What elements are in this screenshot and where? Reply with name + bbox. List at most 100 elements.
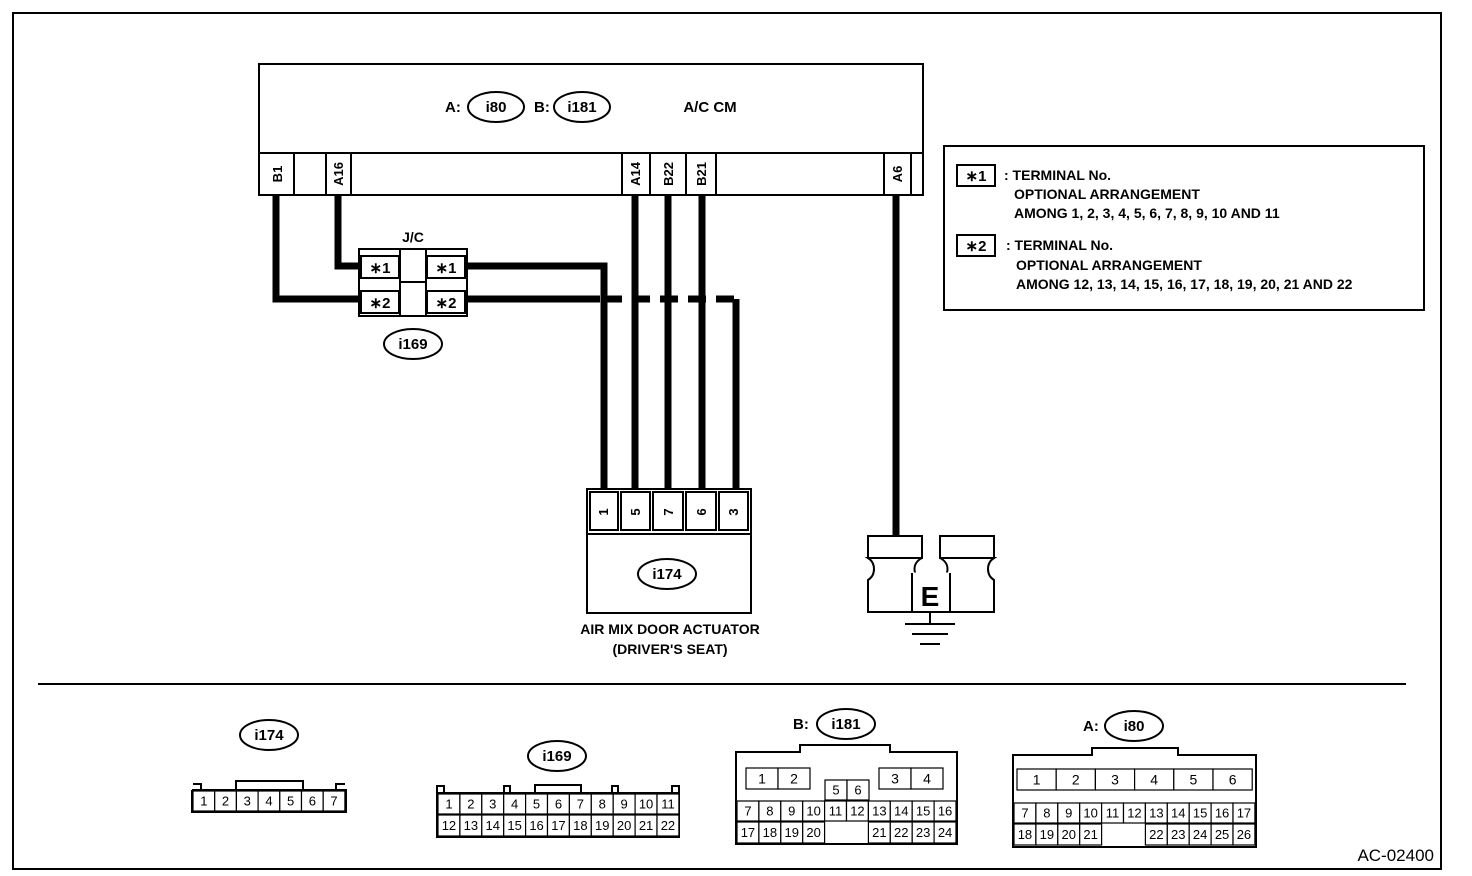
i80-pin-5: 5 — [1190, 772, 1198, 788]
i174-cell — [322, 790, 346, 812]
i181-pin-18: 18 — [763, 825, 777, 840]
i181-cell — [933, 821, 957, 844]
i80-pin-19: 19 — [1040, 827, 1054, 842]
i174-pin-5: 5 — [287, 794, 294, 809]
terminal-b21: B21 — [694, 162, 709, 186]
i169-pin-16: 16 — [529, 818, 543, 833]
i181-cell — [910, 767, 944, 790]
i181-pin-1: 1 — [758, 771, 766, 787]
view-i174-id: i174 — [254, 727, 284, 744]
i181-cell — [933, 800, 957, 822]
i80-pin-3: 3 — [1111, 772, 1119, 788]
i169-pin-12: 12 — [442, 818, 456, 833]
i181-pin-2: 2 — [790, 771, 798, 787]
i181-pin-4: 4 — [923, 771, 931, 787]
view-i181-id: i181 — [831, 716, 860, 733]
i80-pin-25: 25 — [1215, 827, 1229, 842]
joint-connector: J/C ∗1 ∗2 ∗1 ∗2 i169 — [358, 229, 468, 360]
i80-pin-26: 26 — [1237, 827, 1251, 842]
i181-pin-8: 8 — [766, 804, 773, 819]
terminal-a16: A16 — [331, 162, 346, 186]
note-1-line1: : TERMINAL No. — [1004, 167, 1111, 183]
notes-box: ∗1 : TERMINAL No. OPTIONAL ARRANGEMENT A… — [943, 145, 1425, 311]
diagram-frame — [12, 12, 1442, 870]
conn-b-id: i181 — [567, 99, 596, 116]
actuator-pin-6: 6 — [694, 508, 709, 515]
i169-pin-6: 6 — [555, 797, 562, 812]
i169-pin-20: 20 — [617, 818, 631, 833]
i181-pin-10: 10 — [806, 804, 820, 819]
i169-pin-5: 5 — [533, 797, 540, 812]
i174-pin-3: 3 — [244, 794, 251, 809]
i80-pin-12: 12 — [1127, 806, 1141, 821]
note-2-line1: : TERMINAL No. — [1006, 237, 1113, 253]
i169-cell — [656, 814, 680, 837]
terminal-a14: A14 — [628, 161, 643, 186]
i181-cell — [777, 767, 811, 790]
actuator-id-oval — [637, 558, 697, 590]
i80-pin-24: 24 — [1193, 827, 1207, 842]
i169-pin-9: 9 — [621, 797, 628, 812]
i169-pin-13: 13 — [464, 818, 478, 833]
i80-pin-20: 20 — [1062, 827, 1076, 842]
i181-pin-7: 7 — [744, 804, 751, 819]
junction-pin-left-2: ∗2 — [370, 295, 391, 312]
actuator-pin-5: 5 — [628, 508, 643, 515]
terminal-a6: A6 — [890, 166, 905, 183]
i80-pin-1: 1 — [1033, 772, 1041, 788]
i181-pin-24: 24 — [938, 825, 952, 840]
i169-pin-21: 21 — [639, 818, 653, 833]
i80-pin-14: 14 — [1171, 806, 1185, 821]
note-2-mark: ∗2 — [966, 238, 987, 255]
terminal-cells — [293, 153, 912, 195]
control-module: A: i80 B: i181 A/C CM B1 A16 A14 B22 B21… — [258, 63, 924, 196]
i80-pin-13: 13 — [1149, 806, 1163, 821]
junction-id: i169 — [398, 336, 427, 353]
i181-pin-21: 21 — [872, 825, 886, 840]
note-2-line2: OPTIONAL ARRANGEMENT — [1016, 257, 1202, 273]
i181-pin-3: 3 — [891, 771, 899, 787]
i181-pin-13: 13 — [872, 804, 886, 819]
i181-pin-5: 5 — [832, 783, 839, 798]
i80-pin-11: 11 — [1106, 806, 1120, 821]
view-i169-id: i169 — [542, 748, 571, 765]
i169-pin-11: 11 — [661, 797, 675, 812]
i80-pin-16: 16 — [1215, 806, 1229, 821]
i80-pin-4: 4 — [1150, 772, 1158, 788]
i169-pin-3: 3 — [489, 797, 496, 812]
junction-pin-left-1: ∗1 — [370, 260, 391, 277]
actuator-name-line1: AIR MIX DOOR ACTUATOR — [580, 621, 759, 637]
i181-pin-11: 11 — [829, 804, 843, 819]
i169-pin-10: 10 — [639, 797, 653, 812]
i181-pin-17: 17 — [741, 825, 755, 840]
i174-pin-7: 7 — [330, 794, 337, 809]
junction-label: J/C — [402, 229, 424, 245]
ground-terminal: E — [864, 535, 998, 645]
i80-pin-22: 22 — [1149, 827, 1163, 842]
actuator-pin-1: 1 — [596, 508, 611, 515]
i80-pin-10: 10 — [1083, 806, 1097, 821]
i169-pin-19: 19 — [595, 818, 609, 833]
junction-pin-right-1: ∗1 — [436, 260, 457, 277]
terminal-b1: B1 — [270, 166, 285, 183]
i169-pin-8: 8 — [599, 797, 606, 812]
i80-cell — [1232, 802, 1256, 824]
i181-pin-19: 19 — [785, 825, 799, 840]
actuator-pin-3: 3 — [726, 508, 741, 515]
i169-pin-18: 18 — [573, 818, 587, 833]
figure-id: AC-02400 — [1357, 846, 1434, 865]
note-1-mark: ∗1 — [966, 168, 987, 185]
note-2-line3: AMONG 12, 13, 14, 15, 16, 17, 18, 19, 20… — [1016, 276, 1353, 292]
note-1-line3: AMONG 1, 2, 3, 4, 5, 6, 7, 8, 9, 10 AND … — [1014, 205, 1280, 221]
i80-pin-6: 6 — [1229, 772, 1237, 788]
actuator-name-line2: (DRIVER'S SEAT) — [612, 641, 727, 657]
i80-cell — [1232, 823, 1256, 846]
junction-pin-right-2: ∗2 — [436, 295, 457, 312]
view-i80-prefix: A: — [1083, 718, 1099, 735]
i169-cell — [656, 793, 680, 815]
i174-pin-4: 4 — [265, 794, 272, 809]
i181-pin-9: 9 — [788, 804, 795, 819]
